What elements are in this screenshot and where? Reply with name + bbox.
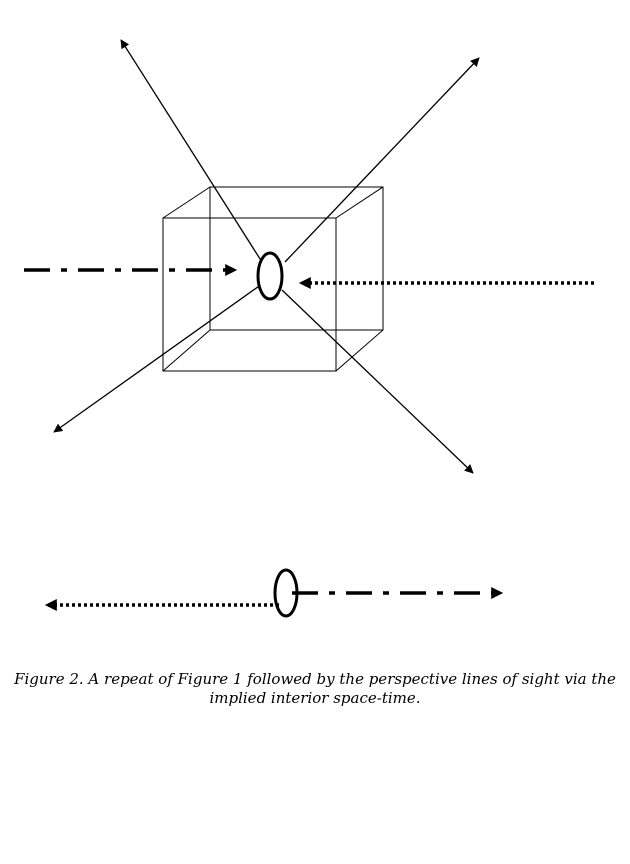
cube-edge-top-left [162,186,211,219]
sight-line-lower-left-arrow [53,283,263,433]
cube-edge-bottom-left [162,329,211,372]
wireframe-cube [162,186,384,372]
figure-caption: Figure 2. A repeat of Figure 1 followed … [14,670,616,707]
cube-edge-top-right [335,186,384,219]
cube-back-face [209,186,384,331]
cube-front-face [162,217,337,372]
cube-edge-bottom-right [335,329,384,372]
observer-ellipse-lower [273,568,299,618]
sight-line-upper-right-arrow [284,57,480,263]
sight-line-upper-left-arrow [120,39,263,263]
observer-ellipse-upper [256,251,284,301]
sight-line-lower-right-arrow [281,289,474,474]
